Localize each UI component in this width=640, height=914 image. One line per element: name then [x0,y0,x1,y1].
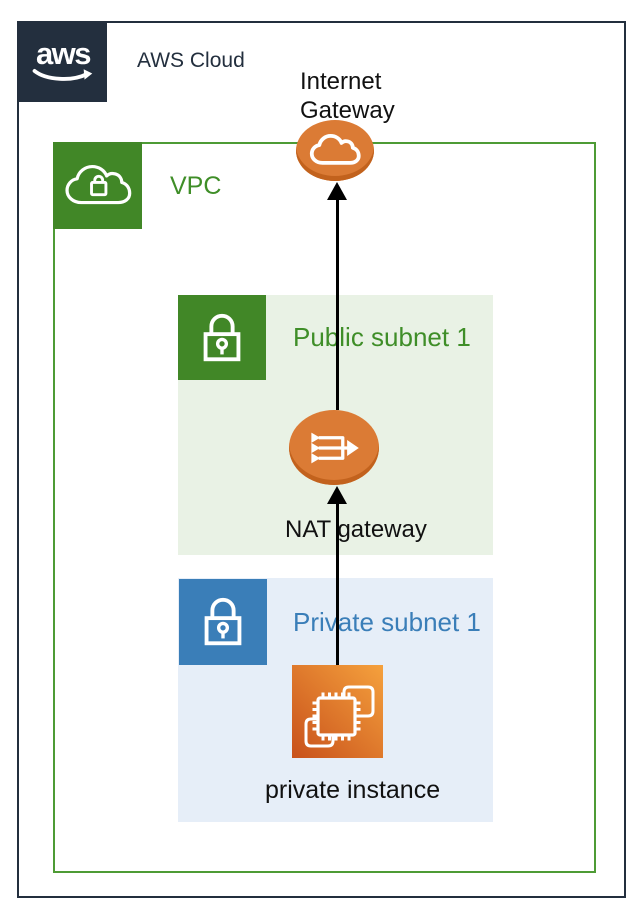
internet-gateway-node [296,120,374,181]
nat-gateway-node [289,410,379,485]
arrowhead-to-internet-gateway [327,182,347,200]
nat-gateway-label: NAT gateway [285,516,427,543]
public-subnet-icon-tile [178,295,266,380]
padlock-icon [203,313,241,361]
chip-icon [304,685,375,748]
cloud-lock-icon [64,164,131,204]
vpc-icon-tile [53,142,142,229]
private-instance-label: private instance [265,776,441,804]
private-instance-node [292,665,383,758]
public-subnet-label: Public subnet 1 [293,322,471,352]
padlock-icon [204,597,242,646]
vpc-label: VPC [170,172,222,200]
aws-logo: aws [19,21,107,102]
aws-cloud-group-box [17,21,626,898]
internet-gateway-label: Internet Gateway [300,68,395,124]
private-subnet-icon-tile [179,579,267,665]
cloud-icon [309,134,361,165]
connector-instance-to-nat [336,503,339,665]
connector-nat-to-igw [336,198,339,410]
aws-logo-wordmark: aws [35,35,92,71]
aws-cloud-label: AWS Cloud [137,49,245,72]
private-subnet-label: Private subnet 1 [293,607,481,637]
merge-arrows-icon [311,432,359,463]
aws-smile-icon [32,68,93,81]
arrowhead-to-nat-gateway [327,486,347,504]
